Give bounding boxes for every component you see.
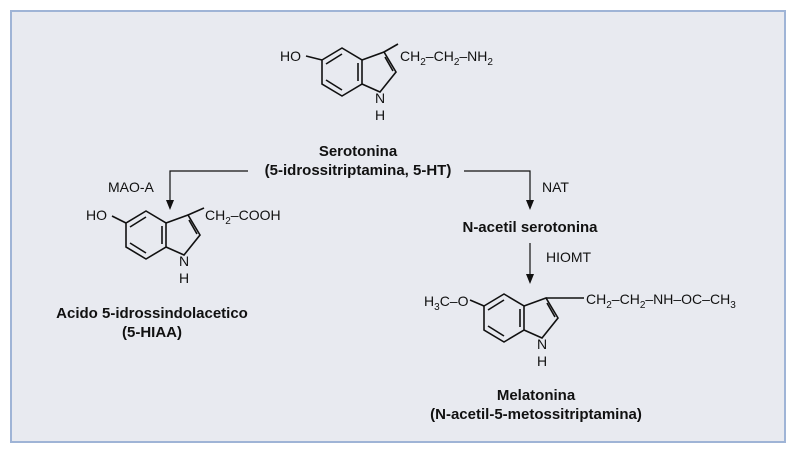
hiaa-ho-label: HO xyxy=(86,207,107,223)
hiaa-structure xyxy=(111,207,205,260)
serotonin-structure xyxy=(305,43,399,97)
serotonin-name: Serotonina xyxy=(319,143,398,160)
melatonin-name: Melatonina xyxy=(497,387,576,404)
serotonin-chain-bond xyxy=(383,43,399,53)
nat-enzyme-label: NAT xyxy=(542,179,569,195)
hiaa-name: Acido 5-idrossindolacetico xyxy=(56,305,248,322)
melatonin-double-bond xyxy=(546,302,556,318)
melatonin-chain-label: CH2–CH2–NH–OC–CH3 xyxy=(586,291,736,311)
hiaa-double-bond xyxy=(188,219,198,235)
nas-name: N-acetil serotonina xyxy=(462,219,598,236)
hiaa-h-label: H xyxy=(179,270,189,286)
hiaa-chain-label: CH2–COOH xyxy=(205,207,281,227)
serotonin-chain-label: CH2–CH2–NH2 xyxy=(400,48,493,68)
melatonin-n-label: N xyxy=(537,336,547,352)
serotonin-benzene-ring xyxy=(321,47,363,97)
serotonin-double-bond xyxy=(325,79,343,91)
hiaa-benzene-ring xyxy=(125,210,167,260)
hiaa-pyrrole-ring xyxy=(165,214,201,256)
hiomt-enzyme-label: HIOMT xyxy=(546,249,592,265)
serotonin-ho-bond xyxy=(305,55,323,61)
melatonin-double-bond xyxy=(487,325,505,337)
serotonin-h-label: H xyxy=(375,107,385,123)
serotonin-pyrrole-ring xyxy=(361,51,397,93)
hiaa-ho-bond xyxy=(111,215,127,224)
melatonin-double-bond xyxy=(487,299,505,311)
melatonin-structure xyxy=(469,293,584,343)
serotonin-synonym: (5-idrossitriptamina, 5-HT) xyxy=(265,162,452,179)
hiaa-abbrev: (5-HIAA) xyxy=(122,324,182,341)
melatonin-methoxy-label: H3C–O xyxy=(424,293,469,313)
diagram-panel xyxy=(10,10,786,443)
serotonin-ho-label: HO xyxy=(280,48,301,64)
hiaa-double-bond xyxy=(129,242,147,254)
nat-arrow xyxy=(464,170,534,210)
melatonin-benzene-ring xyxy=(483,293,525,343)
serotonin-n-label: N xyxy=(375,90,385,106)
melatonin-h-label: H xyxy=(537,353,547,369)
hiaa-chain-bond xyxy=(187,207,205,216)
mao-enzyme-label: MAO-A xyxy=(108,179,155,195)
melatonin-pyrrole-ring xyxy=(523,297,559,339)
melatonin-synonym: (N-acetil-5-metossitriptamina) xyxy=(430,406,642,423)
serotonin-double-bond xyxy=(384,56,394,72)
serotonin-double-bond xyxy=(325,53,343,65)
mao-arrow xyxy=(166,170,248,210)
hiaa-double-bond xyxy=(129,216,147,228)
hiaa-n-label: N xyxy=(179,253,189,269)
hiomt-arrow xyxy=(526,243,534,284)
melatonin-o-bond xyxy=(469,299,485,307)
